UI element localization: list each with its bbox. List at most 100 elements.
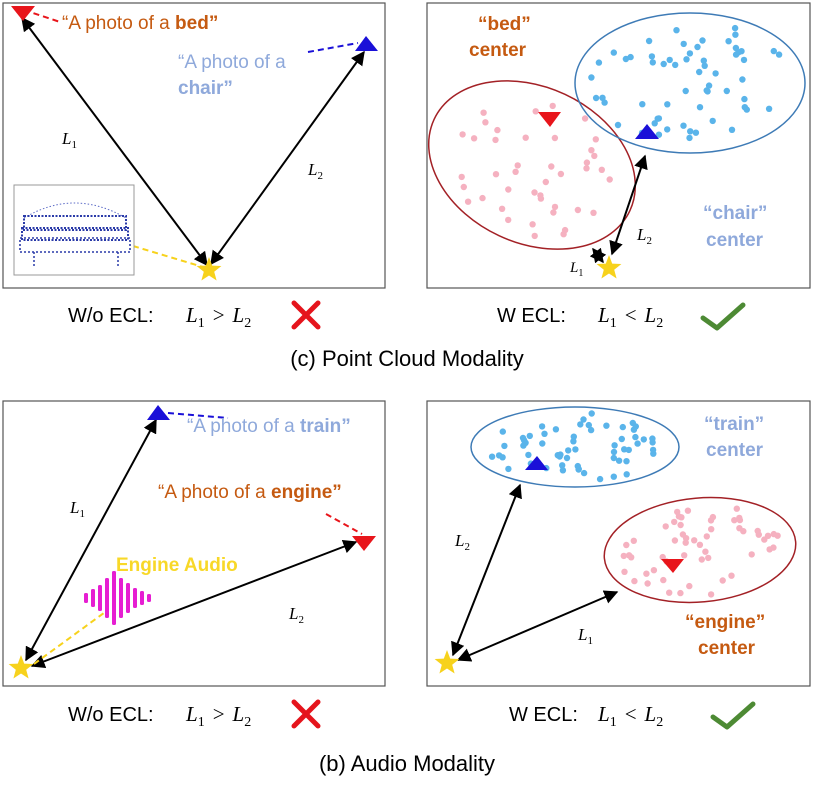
- caption-expression: L1>L2: [185, 702, 251, 730]
- l1-label: L1: [61, 129, 77, 151]
- embedding-dot: [645, 37, 653, 45]
- embedding-dot: [674, 508, 681, 516]
- embedding-dot: [699, 37, 706, 44]
- waveform-bar: [126, 583, 130, 613]
- embedding-dot: [719, 577, 726, 584]
- embedding-dot: [479, 194, 486, 202]
- embedding-dot: [666, 589, 673, 596]
- embedding-dot: [525, 451, 532, 459]
- embedding-dot: [596, 475, 604, 483]
- embedding-dot: [615, 457, 623, 464]
- top-left-caption: W/o ECL: L1>L2: [68, 300, 321, 331]
- l1-label: L1: [569, 260, 583, 279]
- embedding-dot: [470, 135, 478, 142]
- embedding-dot: [696, 104, 704, 111]
- embedding-dot: [588, 147, 595, 154]
- embedding-dot: [707, 591, 715, 598]
- embedding-dot: [640, 436, 647, 443]
- embedding-dot: [585, 421, 592, 429]
- embedding-dot: [705, 82, 713, 89]
- embedding-dot: [620, 552, 627, 560]
- embedding-dot: [634, 440, 641, 447]
- embedding-dot: [725, 38, 732, 45]
- embedding-dot: [732, 51, 740, 58]
- embedding-dot: [495, 452, 503, 459]
- chair-cluster-dots: [588, 24, 783, 142]
- embedding-dot: [708, 526, 715, 533]
- bed-text-embedding-marker: [11, 6, 35, 21]
- embedding-dot: [623, 541, 630, 549]
- chair-prompt-line2: chair”: [178, 78, 233, 99]
- embedding-dot: [488, 453, 496, 460]
- embedding-dot: [623, 471, 630, 478]
- embedding-dot: [583, 159, 591, 166]
- embedding-dot: [681, 552, 688, 559]
- embedding-dot: [731, 24, 739, 32]
- embedding-dot: [459, 131, 466, 138]
- embedding-dot: [709, 117, 716, 125]
- waveform-bar: [98, 585, 102, 611]
- embedding-dot: [743, 106, 750, 113]
- embedding-dot: [728, 126, 736, 133]
- embedding-dot: [621, 568, 628, 575]
- bed-center-label-line2: center: [469, 40, 527, 61]
- embedding-dot: [611, 442, 618, 449]
- embedding-dot: [580, 416, 587, 423]
- embedding-dot: [664, 126, 671, 133]
- audio-star-marker: [8, 655, 34, 679]
- embedding-dot: [538, 423, 546, 430]
- embedding-dot: [774, 532, 781, 539]
- embedding-dot: [532, 108, 539, 115]
- waveform-bar: [91, 589, 95, 607]
- embedding-dot: [522, 134, 529, 141]
- embedding-dot: [696, 68, 703, 76]
- embedding-dot: [632, 433, 639, 441]
- embedding-dot: [581, 115, 589, 122]
- embedding-dot: [736, 525, 743, 532]
- point-cloud-star-marker: [196, 257, 222, 281]
- chair-text-embedding-marker: [355, 36, 378, 51]
- embedding-dot: [492, 171, 500, 178]
- embedding-dot: [659, 553, 666, 561]
- embedding-dot: [548, 163, 555, 170]
- embedding-dot: [494, 126, 501, 134]
- embedding-dot: [680, 122, 687, 129]
- train-text-embedding-marker: [147, 405, 170, 420]
- embedding-dot: [551, 203, 559, 211]
- embedding-dot: [520, 437, 528, 444]
- embedding-dot: [673, 27, 680, 34]
- embedding-dot: [492, 136, 499, 144]
- embedding-dot: [654, 115, 661, 122]
- bottom-right-caption: W ECL: L1<L2: [509, 701, 756, 730]
- l1-label: L1: [69, 498, 85, 520]
- point-cloud-star-marker: [596, 255, 622, 279]
- embedding-dot: [601, 99, 608, 106]
- embedding-dot: [712, 70, 719, 77]
- embedding-dot: [610, 454, 617, 462]
- embedding-dot: [630, 537, 637, 544]
- embedding-dot: [559, 467, 567, 474]
- embedding-dot: [623, 458, 630, 465]
- embedding-dot: [709, 513, 717, 521]
- embedding-dot: [618, 435, 625, 443]
- top-right-caption: W ECL: L1<L2: [497, 302, 746, 331]
- embedding-dot: [539, 440, 546, 447]
- bed-center-marker: [538, 112, 561, 127]
- embedding-dot: [557, 170, 565, 178]
- chair-center-label-line1: “chair”: [703, 203, 767, 224]
- waveform-bar: [112, 571, 116, 625]
- embedding-dot: [741, 95, 748, 103]
- embedding-dot: [686, 50, 694, 57]
- waveform-bar: [84, 593, 88, 603]
- bed-prompt: “A photo of a bed”: [62, 13, 218, 34]
- chair-dash-line: [307, 42, 359, 53]
- waveform-bar: [147, 594, 151, 602]
- train-prompt: “A photo of a train”: [187, 416, 351, 437]
- embedding-dot: [682, 535, 690, 542]
- embedding-dot: [520, 442, 527, 449]
- embedding-dot: [563, 454, 571, 462]
- embedding-dot: [574, 206, 582, 214]
- embedding-dot: [460, 183, 467, 191]
- embedding-dot: [666, 56, 673, 64]
- chair-prompt-line1: “A photo of a: [178, 52, 286, 73]
